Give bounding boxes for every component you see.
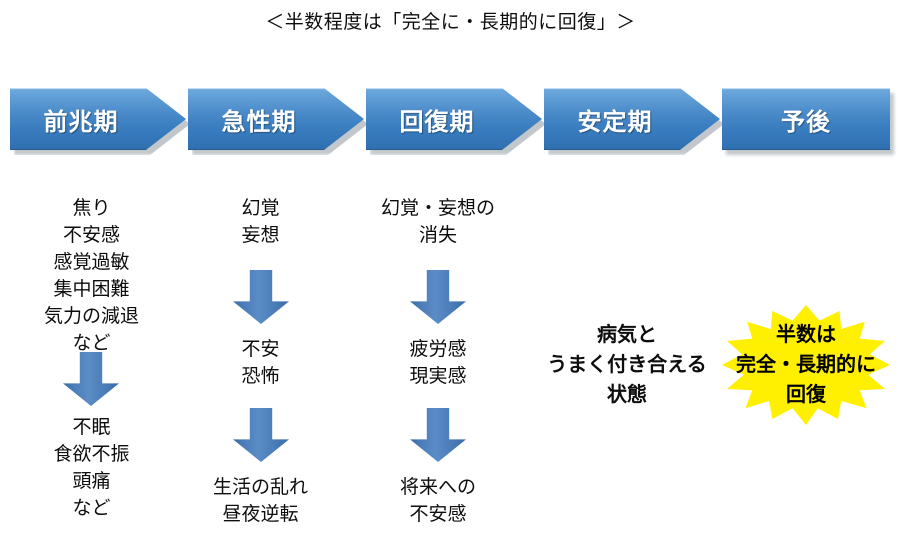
symptom-text-acute-early: 幻覚 妄想 [241,198,280,246]
banner-body [188,88,364,150]
symptom-text-acute-late: 生活の乱れ 昼夜逆転 [212,477,308,525]
symptom-text-prodromal-late: 不眠 食欲不振 頭痛 など [53,417,130,519]
down-arrow-icon [410,270,466,324]
banner-body [10,88,186,150]
down-arrow-icon [233,408,289,462]
phase-banner-acute[interactable]: 急性期 [188,88,364,150]
symptom-text-recovery-early: 幻覚・妄想の 消失 [380,198,495,246]
symptom-text-prodromal-early: 焦り 不安感 感覚過敏 集中困難 気力の減退 など [43,198,139,354]
symptom-text-stable: 病気と うまく付き合える 状態 [547,324,707,406]
symptom-text-recovery-mid: 疲労感 現実感 [409,339,467,387]
phase-banner-label: 予後 [781,108,831,136]
down-arrow-icon [410,408,466,462]
phase-banner-prodromal[interactable]: 前兆期 [10,88,186,150]
banner-body [366,88,542,150]
phase-banner-label: 回復期 [399,108,475,136]
banner-body [544,88,720,150]
outcome-text-prognosis: 半数は 完全・長期的に 回復 [736,324,876,406]
phase-banner-stable[interactable]: 安定期 [544,88,720,150]
phase-banner-recovery[interactable]: 回復期 [366,88,542,150]
down-arrow-icon [233,270,289,324]
page-title: ＜半数程度は「完全に・長期的に回復」＞ [265,12,636,33]
phase-banner-prognosis[interactable]: 予後 [722,88,894,155]
phase-banner-label: 安定期 [577,108,653,136]
symptom-text-recovery-late: 将来への 不安感 [399,477,476,525]
starburst-icon [722,305,890,425]
down-arrow-icon [63,352,119,406]
phase-banner-label: 前兆期 [43,108,119,136]
phase-banner-label: 急性期 [221,108,297,136]
symptom-text-acute-mid: 不安 恐怖 [241,339,280,387]
banner-body [722,88,890,150]
